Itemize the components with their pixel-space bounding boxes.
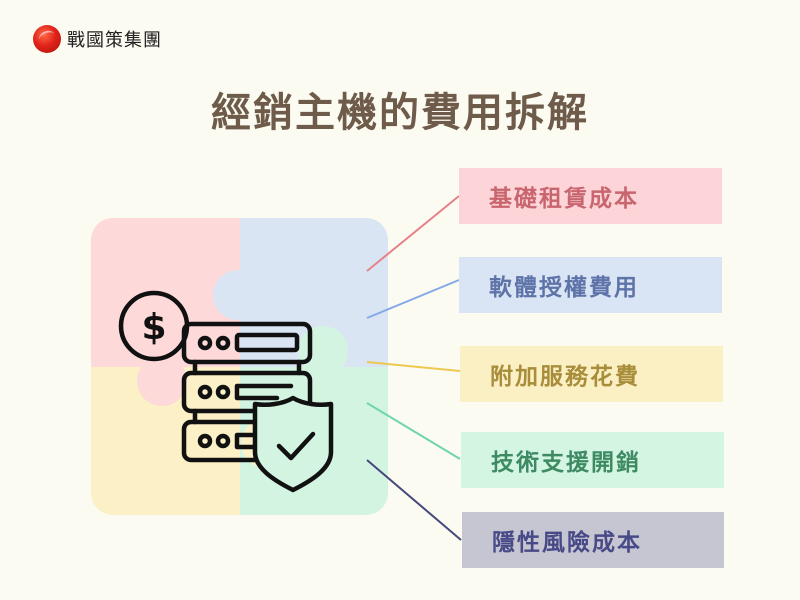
server-dollar-shield-icon: $ [118, 290, 334, 493]
red-sphere-logo-icon [33, 25, 61, 53]
cost-item-label: 基礎租賃成本 [489, 186, 639, 212]
cost-item-software-license: 軟體授權費用 [459, 257, 722, 313]
connector-line-3 [366, 361, 461, 372]
brand-name: 戰國策集團 [67, 30, 162, 51]
cost-item-tech-support: 技術支援開銷 [461, 432, 724, 488]
cost-item-label: 軟體授權費用 [489, 275, 639, 301]
puzzle-tab-green [298, 326, 348, 376]
puzzle-tab-blue [213, 270, 263, 320]
connector-line-4 [366, 402, 461, 460]
puzzle-background [91, 218, 388, 515]
svg-text:$: $ [141, 307, 166, 348]
page-title: 經銷主機的費用拆解 [211, 90, 589, 136]
cost-item-basic-rental: 基礎租賃成本 [459, 168, 722, 224]
cost-item-addon-services: 附加服務花費 [460, 346, 723, 402]
connector-line-2 [366, 279, 460, 319]
connector-line-5 [366, 459, 462, 541]
cost-item-hidden-risk: 隱性風險成本 [462, 512, 724, 568]
connector-line-1 [366, 195, 460, 272]
cost-item-label: 技術支援開銷 [491, 450, 641, 476]
brand-logo: 戰國策集團 [33, 25, 162, 53]
puzzle-tab-pink [137, 356, 187, 406]
cost-item-label: 附加服務花費 [490, 364, 640, 390]
cost-item-label: 隱性風險成本 [492, 530, 642, 556]
